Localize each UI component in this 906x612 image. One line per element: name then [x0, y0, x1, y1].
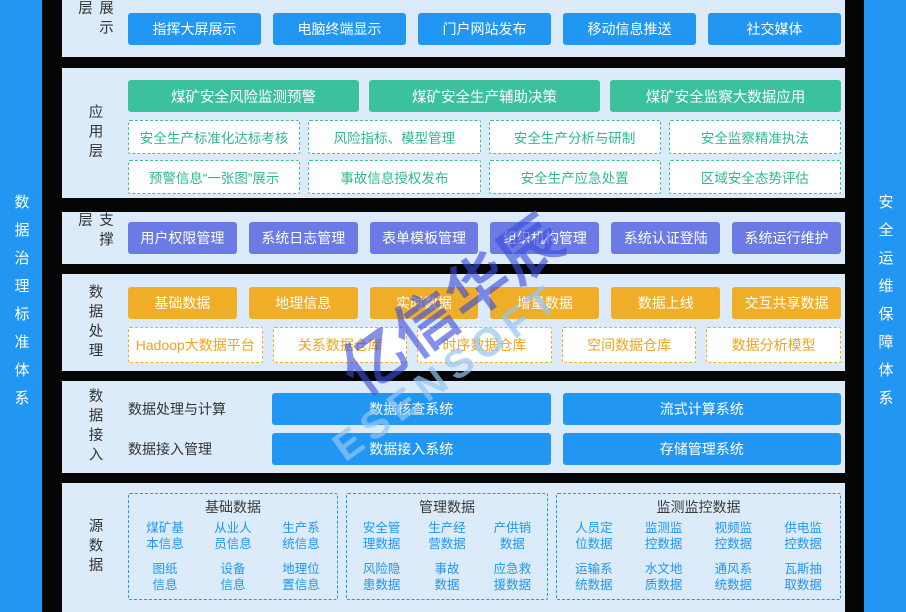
source-data-item: 风险隐 患数据 [362, 561, 401, 592]
app-primary-button[interactable]: 煤矿安全风险监测预警 [128, 80, 359, 112]
app-feature-box[interactable]: 事故信息授权发布 [308, 160, 481, 194]
left-system-bar: 数据治理标准体系 [0, 0, 42, 612]
access-system-button[interactable]: 数据接入系统 [272, 433, 551, 465]
source-data-item: 产供销 数据 [493, 521, 532, 552]
processing-data-button[interactable]: 交互共享数据 [732, 287, 841, 319]
display-channel-button[interactable]: 门户网站发布 [418, 13, 551, 45]
app-feature-box[interactable]: 区域安全态势评估 [668, 160, 841, 194]
right-system-bar-label: 安全运维保障体系 [876, 194, 894, 418]
support-module-button[interactable]: 组织机构管理 [490, 222, 600, 254]
source-data-item: 设备 信息 [220, 561, 246, 592]
app-feature-box[interactable]: 风险指标、模型管理 [308, 120, 481, 154]
display-channel-button[interactable]: 电脑终端显示 [273, 13, 406, 45]
support-module-button[interactable]: 系统认证登陆 [611, 222, 721, 254]
display-channel-button[interactable]: 社交媒体 [708, 13, 841, 45]
processing-data-button[interactable]: 基础数据 [128, 287, 237, 319]
app-feature-box[interactable]: 预警信息“一张图”展示 [128, 160, 301, 194]
access-system-button[interactable]: 存储管理系统 [562, 433, 841, 465]
warehouse-box[interactable]: 数据分析模型 [706, 327, 841, 363]
source-data-item: 煤矿基 本信息 [146, 521, 184, 552]
app-primary-button[interactable]: 煤矿安全监察大数据应用 [610, 80, 841, 112]
support-module-button[interactable]: 系统日志管理 [248, 222, 358, 254]
access-compute-buttons: 数据核查系统流式计算系统 [272, 393, 841, 425]
data-access-layer-panel: 数据接入 数据处理与计算 数据核查系统流式计算系统 数据接入管理 数据接入系统存… [62, 381, 845, 473]
warehouse-box[interactable]: 时序数据仓库 [417, 327, 552, 363]
right-system-bar: 安全运维保障体系 [864, 0, 906, 612]
source-data-item: 通风系 统数据 [714, 561, 753, 592]
warehouse-box[interactable]: 空间数据仓库 [561, 327, 697, 363]
source-data-item: 应急救 援数据 [493, 561, 532, 592]
processing-data-button[interactable]: 实时数据 [369, 287, 479, 319]
access-row-compute: 数据处理与计算 数据核查系统流式计算系统 [128, 393, 841, 425]
app-feature-box[interactable]: 安全生产应急处置 [488, 160, 661, 194]
source-group-items: 安全管 理数据生产经 营数据产供销 数据风险隐 患数据 事故 数据 应急救 援数据 [349, 518, 545, 595]
source-data-item: 供电监 控数据 [784, 521, 822, 552]
source-group-items: 煤矿基 本信息从业人 员信息生产系 统信息图纸 信息 设备 信息 地理位 置信息 [131, 518, 335, 595]
app-primary-button[interactable]: 煤矿安全生产辅助决策 [369, 80, 600, 112]
app-feature-row-1: 安全生产标准化达标考核风险指标、模型管理安全生产分析与研制安全监察精准执法 [128, 120, 841, 154]
source-data-item: 生产经 营数据 [428, 521, 466, 552]
layer-label-access: 数据接入 [86, 388, 103, 466]
source-group-management: 管理数据 安全管 理数据生产经 营数据产供销 数据风险隐 患数据 事故 数据 应急救… [346, 493, 548, 600]
source-data-item: 事故 数据 [434, 561, 460, 592]
support-layer-panel: 支撑层 用户权限管理系统日志管理表单模板管理组织机构管理系统认证登陆系统运行维护 [62, 212, 845, 264]
source-group-basic: 基础数据 煤矿基 本信息从业人 员信息生产系 统信息图纸 信息 设备 信息 地理位 … [128, 493, 338, 600]
source-data-item: 视频监 控数据 [714, 521, 753, 552]
processing-buttons-row: 基础数据地理信息实时数据增量数据数据上线交互共享数据 [128, 287, 841, 319]
layer-label-application: 应用层 [86, 103, 103, 163]
layer-label-support: 支撑层 [76, 212, 113, 251]
display-buttons-row: 指挥大屏展示电脑终端显示门户网站发布移动信息推送社交媒体 [128, 13, 841, 45]
app-primary-row: 煤矿安全风险监测预警煤矿安全生产辅助决策煤矿安全监察大数据应用 [128, 80, 841, 112]
warehouse-box[interactable]: 关系数据仓库 [272, 327, 408, 363]
app-feature-box[interactable]: 安全生产标准化达标考核 [128, 120, 301, 154]
application-layer-panel: 应用层 煤矿安全风险监测预警煤矿安全生产辅助决策煤矿安全监察大数据应用 安全生产… [62, 68, 845, 198]
source-data-item: 监测监 控数据 [644, 521, 683, 552]
source-group-title: 监测监控数据 [656, 499, 741, 515]
source-group-title: 基础数据 [205, 499, 261, 515]
source-data-item: 生产系 统信息 [282, 521, 320, 552]
access-row-label: 数据接入管理 [128, 441, 212, 457]
source-group-title: 管理数据 [419, 499, 475, 515]
layer-label-source: 源数据 [86, 518, 103, 577]
source-data-item: 人员定 位数据 [575, 521, 613, 552]
source-group-items: 人员定 位数据监测监 控数据视频监 控数据供电监 控数据运输系 统数据水文地 质… [559, 518, 838, 595]
access-row-manage: 数据接入管理 数据接入系统存储管理系统 [128, 433, 841, 465]
source-data-item: 从业人 员信息 [214, 521, 252, 552]
source-data-item: 地理位 置信息 [282, 561, 320, 592]
processing-data-button[interactable]: 数据上线 [611, 287, 721, 319]
source-group-monitoring: 监测监控数据 人员定 位数据监测监 控数据视频监 控数据供电监 控数据运输系 统… [556, 493, 841, 600]
source-data-item: 瓦斯抽 取数据 [784, 561, 822, 592]
display-layer-panel: 展示层 指挥大屏展示电脑终端显示门户网站发布移动信息推送社交媒体 [62, 0, 845, 57]
support-module-button[interactable]: 用户权限管理 [128, 222, 237, 254]
source-data-item: 安全管 理数据 [362, 521, 401, 552]
data-processing-layer-panel: 数据处理 基础数据地理信息实时数据增量数据数据上线交互共享数据 Hadoop大数… [62, 274, 845, 371]
source-data-item: 图纸 信息 [152, 561, 178, 592]
source-data-item: 水文地 质数据 [644, 561, 683, 592]
layer-label-display: 展示层 [76, 0, 113, 39]
support-buttons-row: 用户权限管理系统日志管理表单模板管理组织机构管理系统认证登陆系统运行维护 [128, 222, 841, 254]
support-module-button[interactable]: 表单模板管理 [369, 222, 479, 254]
app-feature-box[interactable]: 安全生产分析与研制 [488, 120, 661, 154]
source-data-item: 运输系 统数据 [575, 561, 613, 592]
app-feature-box[interactable]: 安全监察精准执法 [668, 120, 841, 154]
layer-label-processing: 数据处理 [86, 283, 103, 362]
processing-data-button[interactable]: 增量数据 [490, 287, 600, 319]
access-manage-buttons: 数据接入系统存储管理系统 [272, 433, 841, 465]
display-channel-button[interactable]: 移动信息推送 [563, 13, 696, 45]
support-module-button[interactable]: 系统运行维护 [732, 222, 841, 254]
warehouse-box[interactable]: Hadoop大数据平台 [128, 327, 263, 363]
display-channel-button[interactable]: 指挥大屏展示 [128, 13, 261, 45]
left-system-bar-label: 数据治理标准体系 [12, 194, 30, 418]
app-feature-row-2: 预警信息“一张图”展示事故信息授权发布安全生产应急处置区域安全态势评估 [128, 160, 841, 194]
source-data-layer-panel: 源数据 基础数据 煤矿基 本信息从业人 员信息生产系 统信息图纸 信息 设备 信息… [62, 483, 845, 612]
access-system-button[interactable]: 流式计算系统 [562, 393, 841, 425]
access-system-button[interactable]: 数据核查系统 [272, 393, 551, 425]
processing-data-button[interactable]: 地理信息 [248, 287, 358, 319]
warehouse-row: Hadoop大数据平台关系数据仓库时序数据仓库空间数据仓库数据分析模型 [128, 327, 841, 363]
access-row-label: 数据处理与计算 [128, 401, 226, 417]
